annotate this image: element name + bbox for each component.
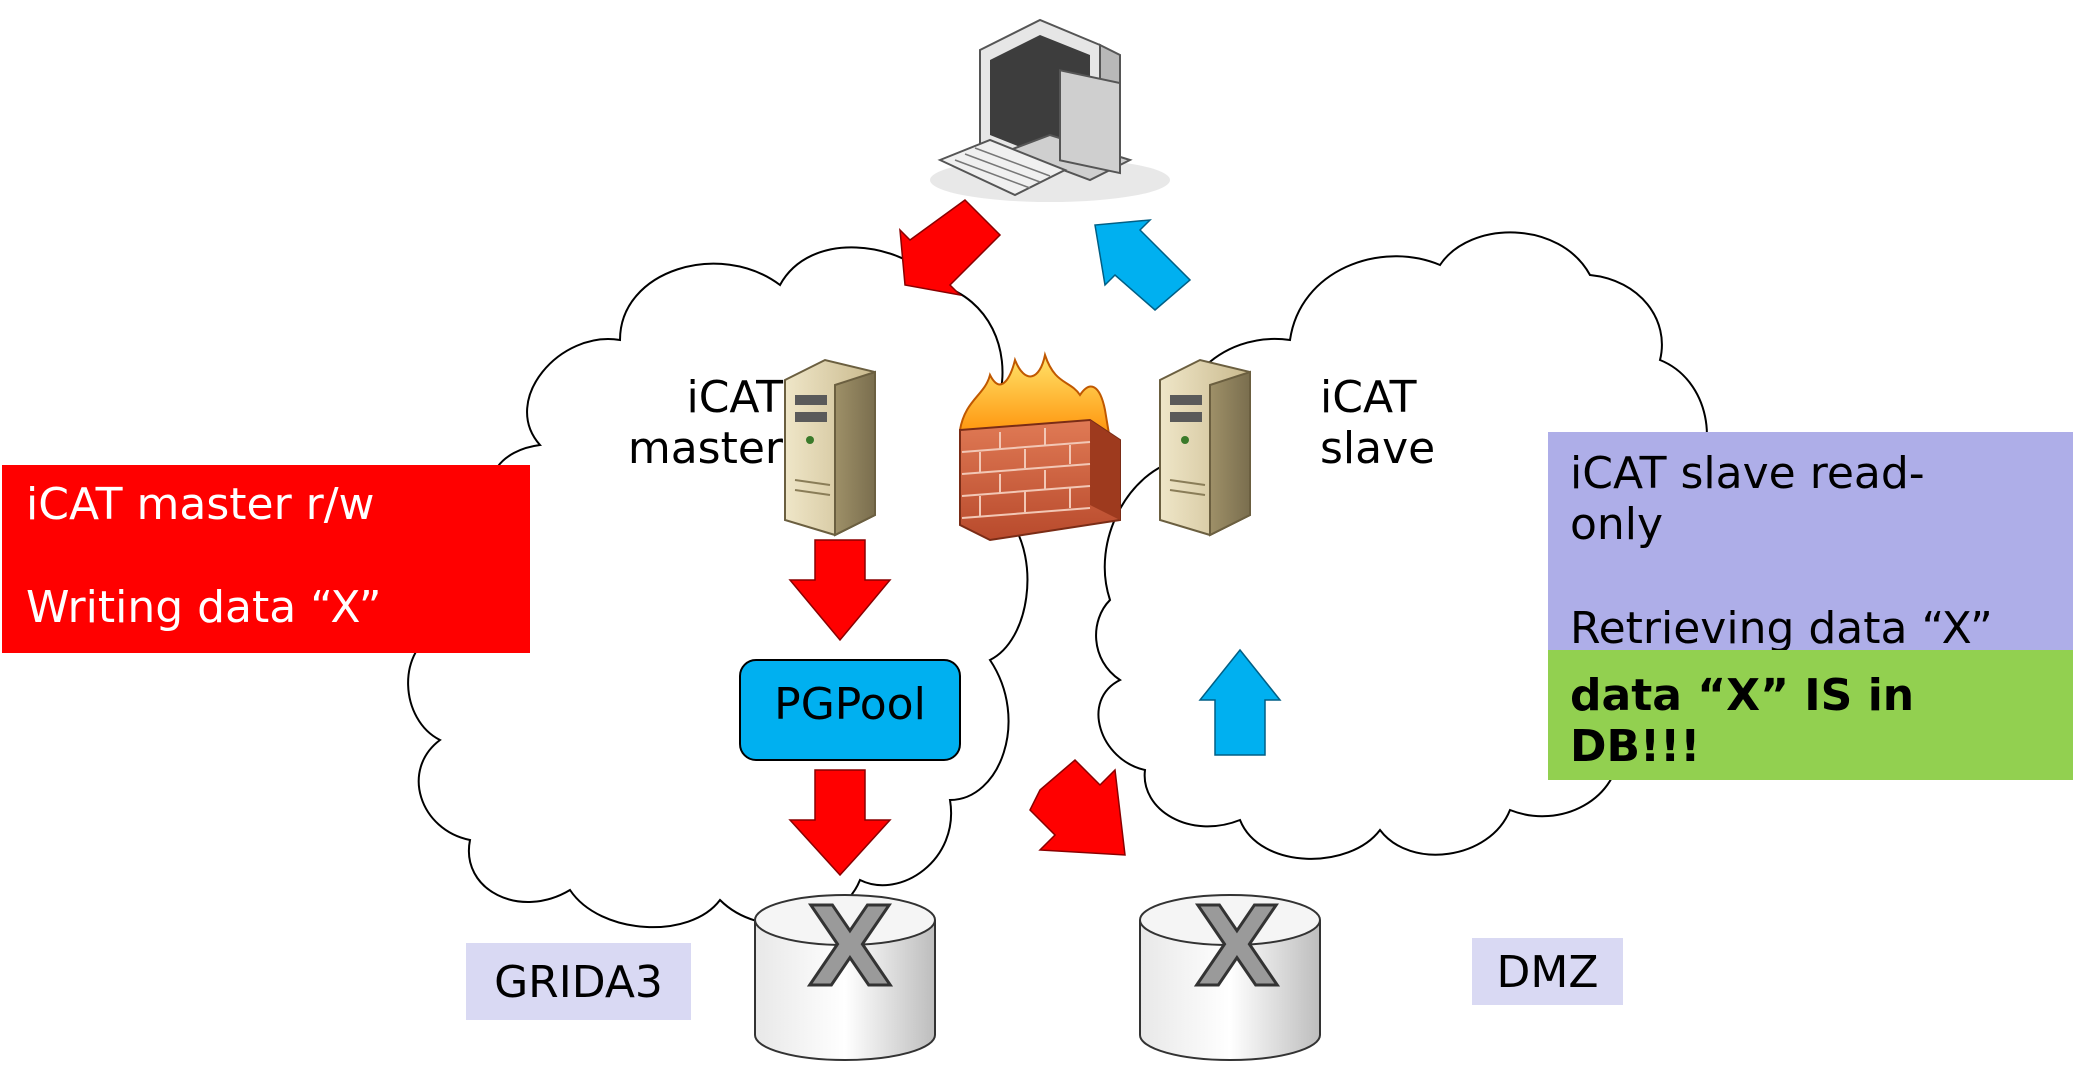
master-callout-line2: Writing data “X” (26, 582, 382, 634)
db-right-glyph: X (1195, 883, 1280, 1011)
arrow-db-replication (1029, 758, 1126, 856)
grida3-tag-bg (466, 943, 691, 1020)
arrow-master-to-pgpool (788, 539, 892, 642)
server-slave-icon (1159, 358, 1251, 537)
master-callout: iCAT master r/w Writing data “X” (2, 465, 530, 653)
dmz-tag-bg (1472, 938, 1623, 1005)
pgpool-box (739, 659, 961, 761)
server-master-icon (784, 358, 876, 537)
master-callout-line1: iCAT master r/w (26, 479, 375, 530)
dmz-label: DMZ (1496, 947, 1599, 998)
icat-master-label: iCAT master (627, 372, 783, 475)
database-left-icon (754, 894, 936, 1061)
pgpool-label: PGPool (774, 679, 926, 730)
slave-callout-line1: iCAT slave read- only (1570, 448, 1925, 551)
slave-callout: iCAT slave read- only Retrieving data “X… (1548, 432, 2073, 650)
database-right-icon (1139, 894, 1321, 1061)
arrow-db-to-slave (1198, 648, 1282, 756)
status-callout-text: data “X” IS in DB!!! (1570, 670, 1915, 773)
arrow-client-to-master (899, 199, 1002, 297)
slave-callout-line2: Retrieving data “X” (1570, 602, 1993, 650)
computer-workstation-icon (930, 18, 1170, 202)
status-callout: data “X” IS in DB!!! (1548, 650, 2073, 780)
icat-slave-label: iCAT slave (1320, 372, 1436, 475)
arrow-pgpool-to-db (788, 769, 892, 877)
firewall-icon (959, 351, 1121, 542)
grida3-label: GRIDA3 (494, 957, 663, 1008)
arrow-slave-to-client (1094, 219, 1192, 311)
cloud-grida3-icon (407, 246, 1033, 929)
db-left-glyph: X (808, 883, 893, 1011)
